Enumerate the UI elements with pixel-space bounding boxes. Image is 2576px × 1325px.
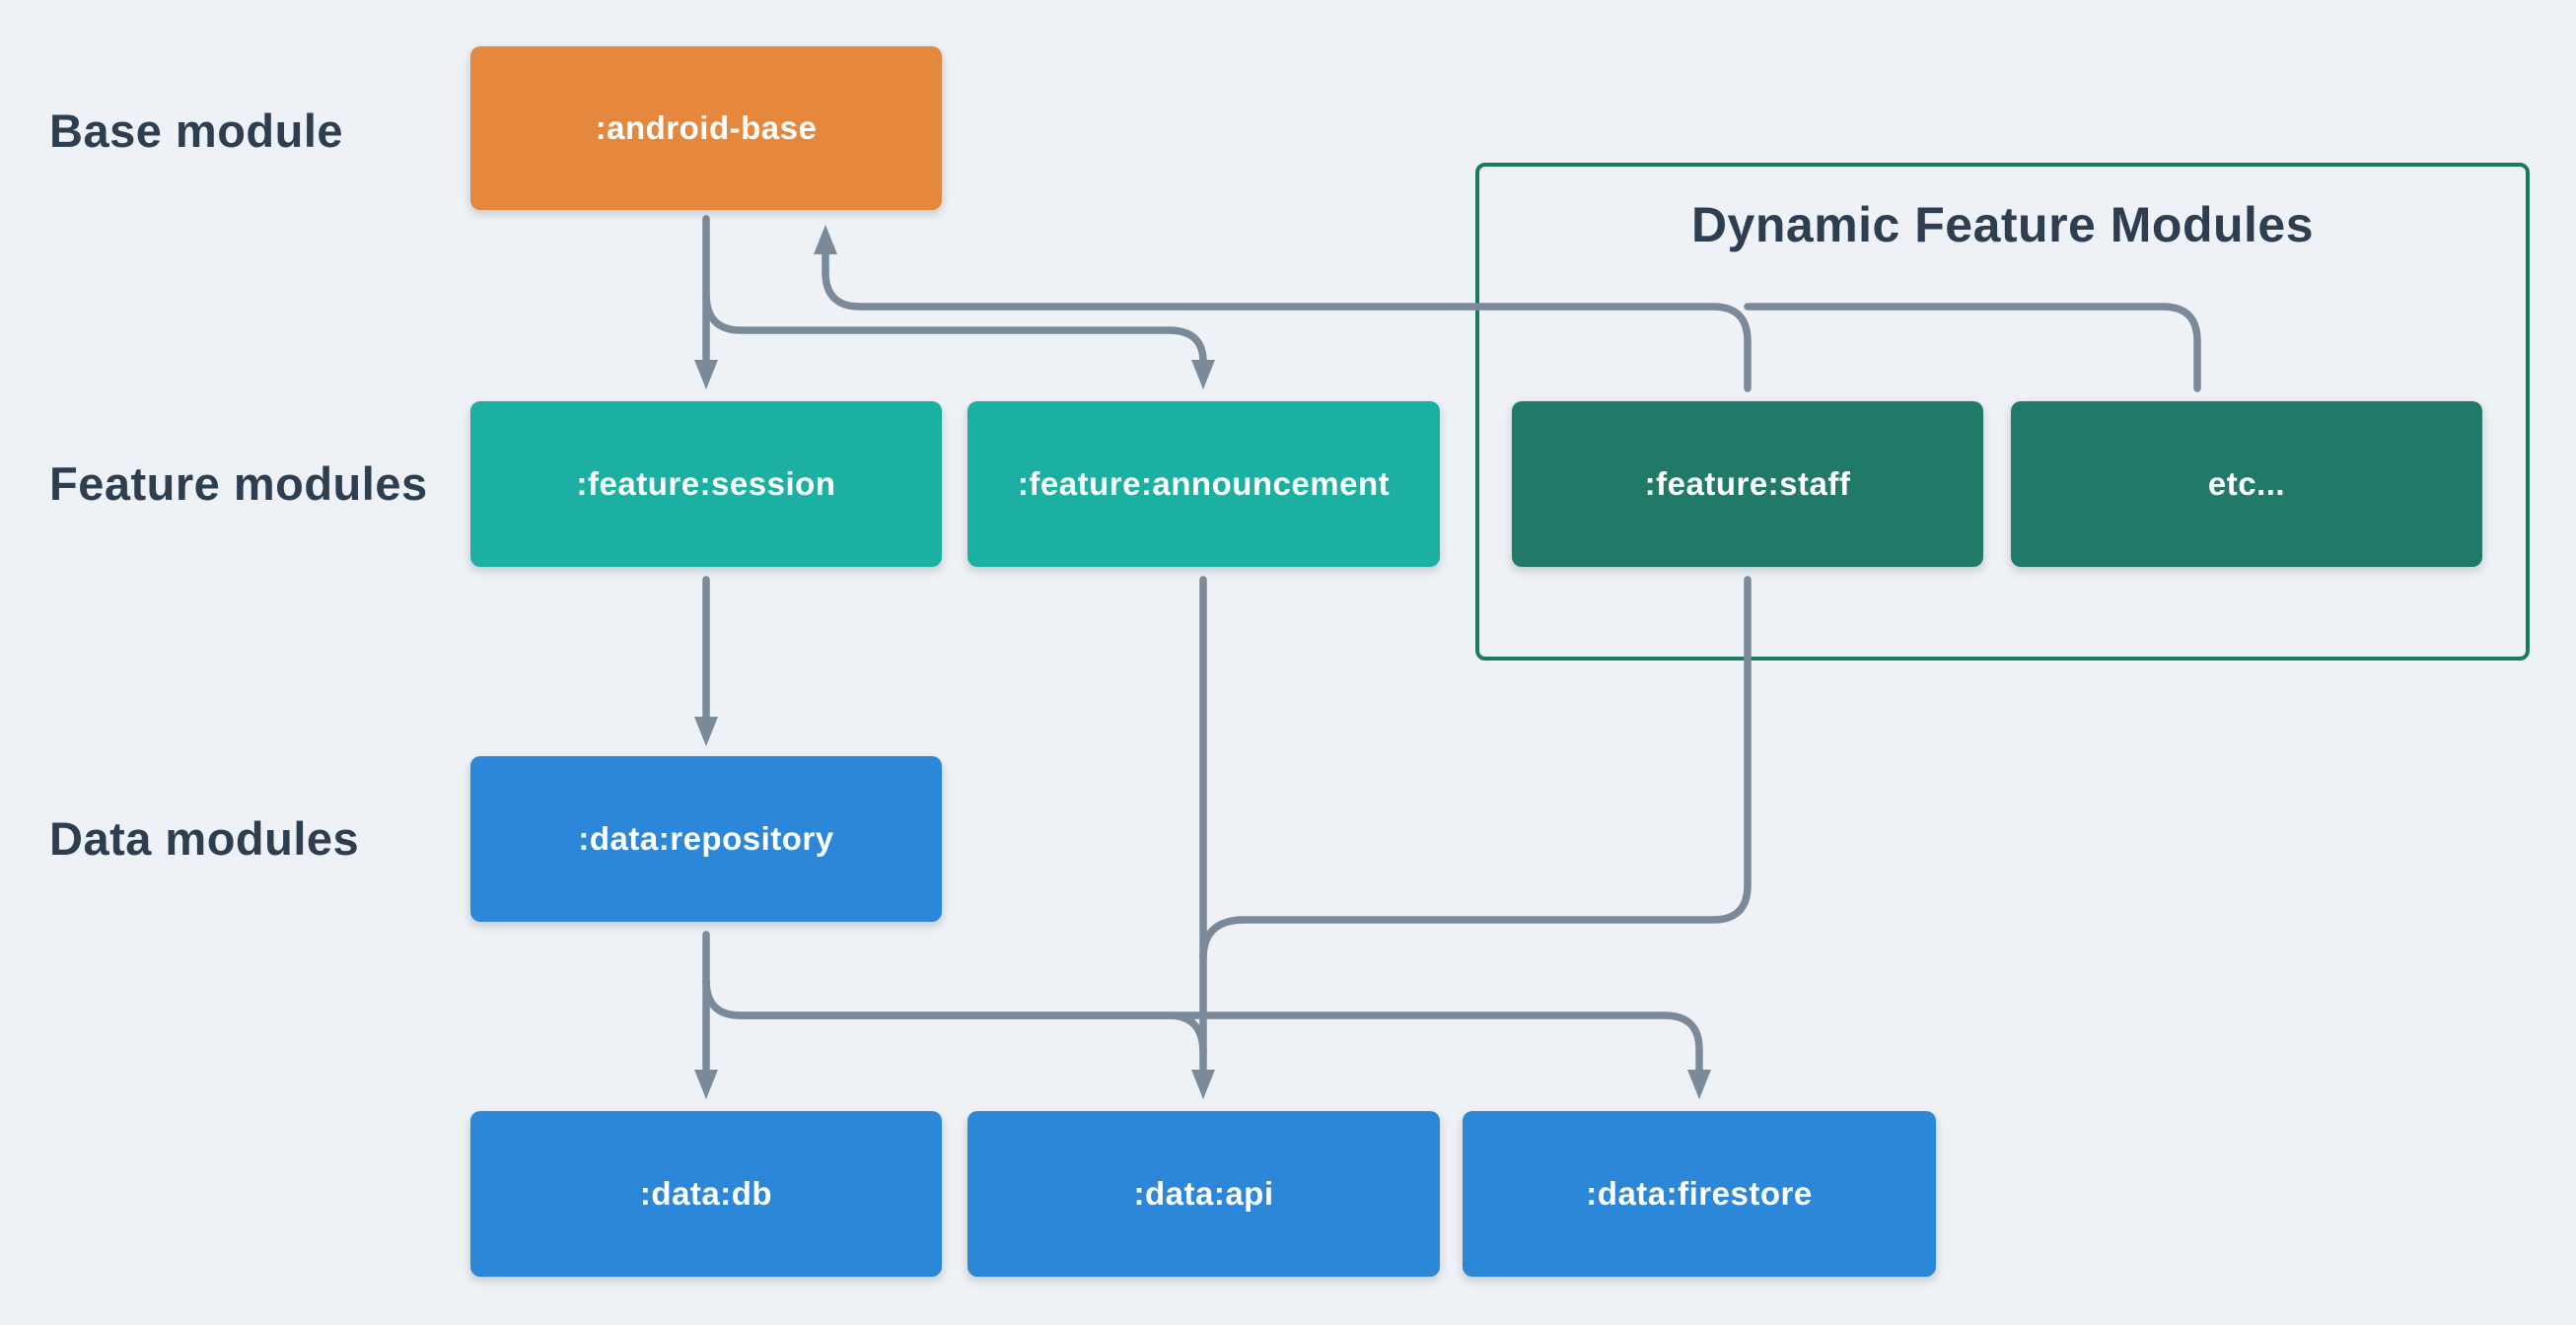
edge-data-repository-to-data-api — [702, 977, 1207, 1057]
dynamic-feature-modules-title: Dynamic Feature Modules — [1690, 197, 2315, 252]
node-data-repository-label: :data:repository — [578, 820, 834, 857]
node-feature-staff-label: :feature:staff — [1644, 465, 1851, 502]
node-data-db: :data:db — [470, 1111, 942, 1277]
node-feature-announcement: :feature:announcement — [967, 401, 1440, 567]
dynamic-feature-modules-group: Dynamic Feature Modules — [1475, 163, 2530, 661]
node-data-db-label: :data:db — [639, 1175, 773, 1212]
node-feature-etc: etc... — [2011, 401, 2482, 567]
row-label-feature-modules: Feature modules — [49, 457, 428, 510]
node-feature-session: :feature:session — [470, 401, 942, 567]
node-android-base: :android-base — [470, 46, 942, 210]
row-label-base-module: Base module — [49, 105, 344, 157]
row-label-data-modules: Data modules — [49, 812, 360, 865]
node-android-base-label: :android-base — [595, 109, 818, 146]
node-feature-etc-label: etc... — [2207, 465, 2286, 502]
edge-android-base-to-feature-announcement — [702, 290, 1215, 389]
node-feature-announcement-label: :feature:announcement — [1017, 465, 1391, 502]
node-data-repository: :data:repository — [470, 756, 942, 922]
node-data-api: :data:api — [967, 1111, 1440, 1277]
node-feature-session-label: :feature:session — [576, 465, 836, 502]
node-data-api-label: :data:api — [1133, 1175, 1274, 1212]
edge-data-repository-to-data-firestore — [702, 977, 1711, 1099]
node-data-firestore-label: :data:firestore — [1586, 1175, 1813, 1212]
node-feature-staff: :feature:staff — [1512, 401, 1983, 567]
node-data-firestore: :data:firestore — [1463, 1111, 1936, 1277]
